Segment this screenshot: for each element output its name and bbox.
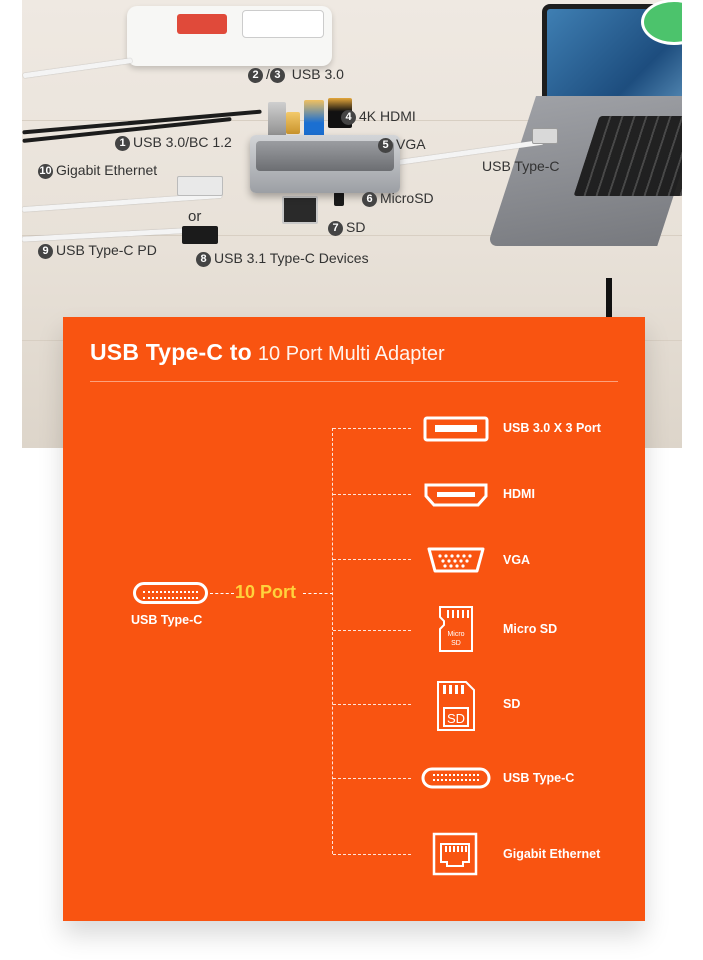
sd-icon-text: SD xyxy=(447,711,465,726)
callout-text: 4K HDMI xyxy=(359,108,416,124)
power-strip xyxy=(127,6,332,66)
trunk-line xyxy=(332,428,333,854)
title-light: 10 Port Multi Adapter xyxy=(257,343,445,365)
ethernet-icon xyxy=(432,832,478,876)
port-count: 10 Port xyxy=(235,582,297,602)
port-label: VGA xyxy=(503,553,531,567)
branch-line xyxy=(333,704,411,705)
port-label: USB Type-C xyxy=(503,771,575,785)
port-label: Micro SD xyxy=(503,622,558,636)
microsd-icon: Micro SD xyxy=(439,606,473,652)
title-divider xyxy=(90,381,618,382)
label-or: or xyxy=(188,208,202,225)
callout-number: 6 xyxy=(362,192,377,207)
callout-number: 8 xyxy=(196,252,211,267)
microsd-icon-text: Micro xyxy=(447,631,464,638)
hdmi-icon xyxy=(424,483,488,507)
port-label: SD xyxy=(503,697,521,711)
branch-line xyxy=(333,428,411,429)
callout-text: Gigabit Ethernet xyxy=(56,162,158,178)
title-bold: USB Type-C to xyxy=(90,339,252,365)
branch-line xyxy=(333,559,411,560)
label-usb30-pair: 2/3 USB 3.0 xyxy=(248,66,344,83)
branch-line xyxy=(333,494,411,495)
branch-line xyxy=(333,854,411,855)
port-label: Gigabit Ethernet xyxy=(503,847,601,861)
microsd-icon-text: SD xyxy=(451,640,461,647)
port-label: USB 3.0 X 3 Port xyxy=(503,421,601,435)
laptop-screen xyxy=(542,0,682,101)
callout-text: USB 3.0 xyxy=(291,66,344,82)
label-usbc-host: USB Type-C xyxy=(482,158,560,174)
connector-line xyxy=(303,593,333,594)
port-label: HDMI xyxy=(503,487,535,501)
callout-number: 3 xyxy=(269,68,285,83)
callout-number: 5 xyxy=(378,138,393,153)
callout-number: 10 xyxy=(38,164,53,179)
usb-a-icon xyxy=(423,416,489,442)
callout-number: 7 xyxy=(328,221,343,236)
vga-icon xyxy=(427,547,485,573)
callout-text: USB Type-C PD xyxy=(56,242,157,258)
callout-text: VGA xyxy=(396,136,426,152)
usb-c-source-icon xyxy=(133,582,208,604)
callout-text: MicroSD xyxy=(380,190,434,206)
callout-text: USB 3.1 Type-C Devices xyxy=(214,250,369,266)
usb-c-icon xyxy=(421,767,491,789)
connector-line xyxy=(210,593,234,594)
callout-text: SD xyxy=(346,219,366,235)
adapter-hub xyxy=(250,135,400,193)
branch-line xyxy=(333,778,411,779)
callout-number: 1 xyxy=(115,136,130,151)
callout-number: 4 xyxy=(341,110,356,125)
callout-number: 9 xyxy=(38,244,53,259)
callout-sep: / xyxy=(266,66,270,82)
callout-text: USB 3.0/BC 1.2 xyxy=(133,134,232,150)
branch-line xyxy=(333,630,411,631)
callout-number: 2 xyxy=(248,68,263,83)
source-label: USB Type-C xyxy=(131,613,203,627)
sd-card-icon: SD xyxy=(437,681,475,731)
